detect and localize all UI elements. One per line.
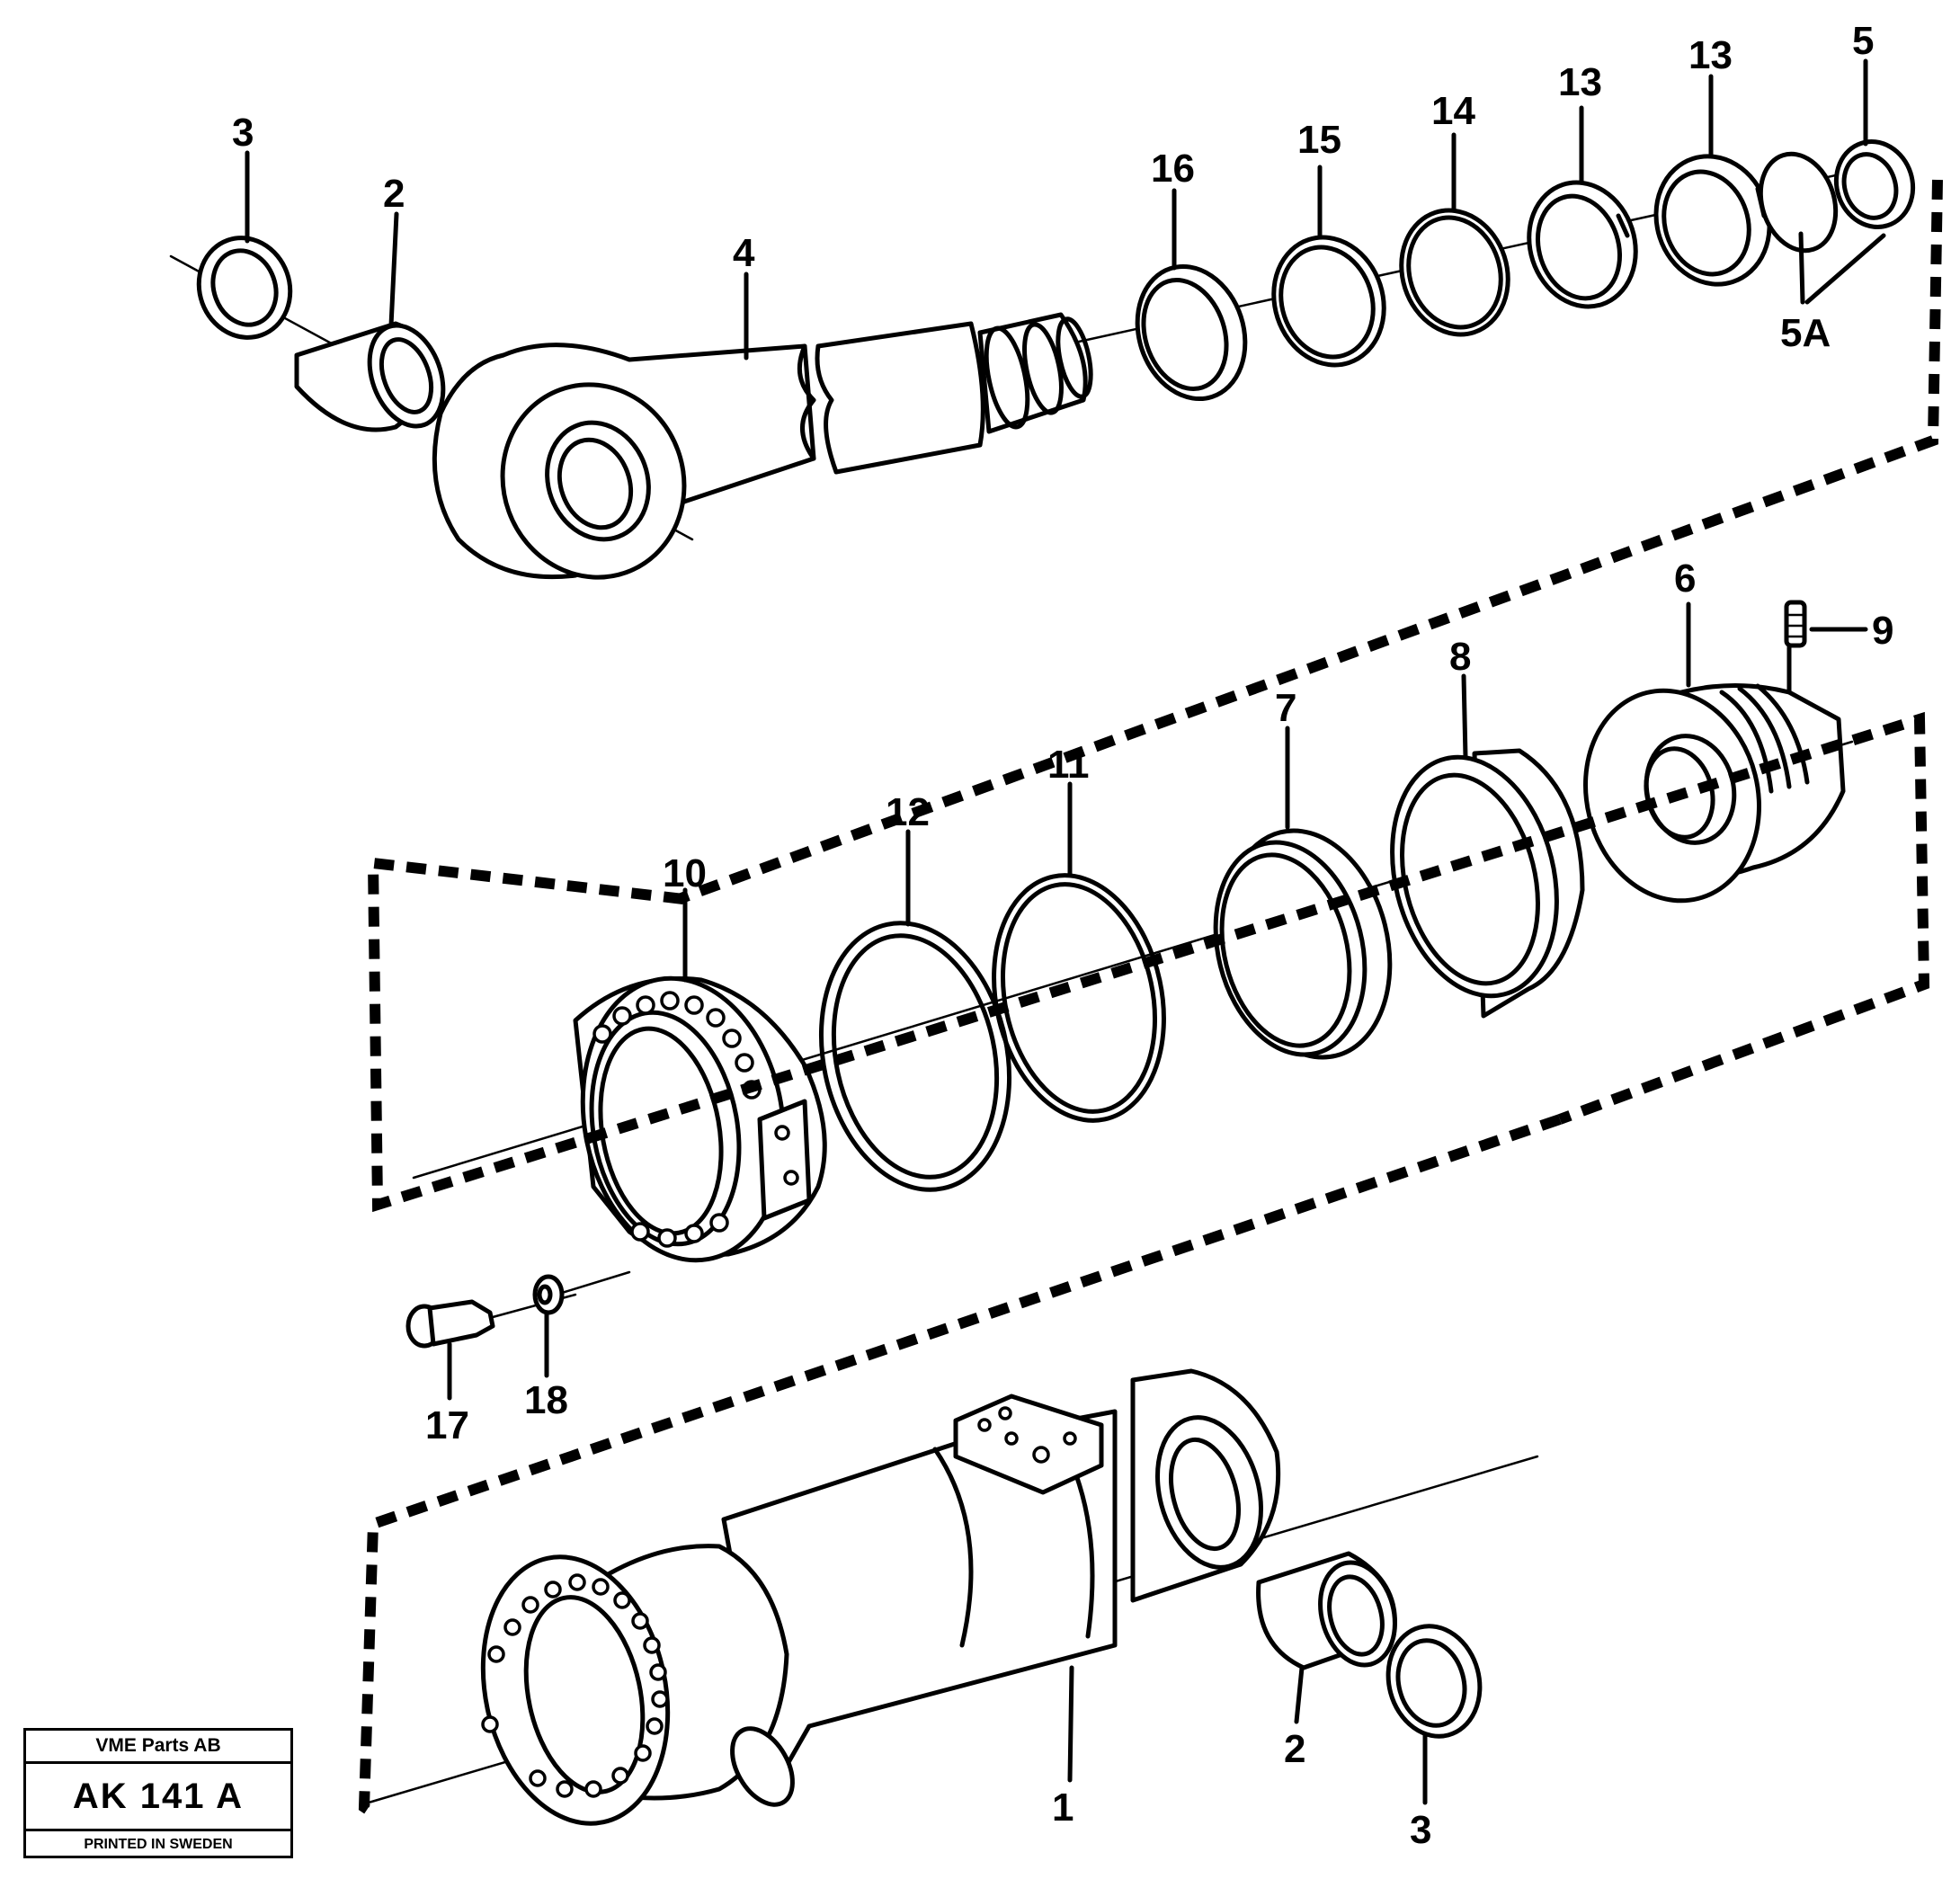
- callout-2-bottom: 2: [1284, 1727, 1305, 1771]
- part-10-cylinder-head: [573, 975, 827, 1263]
- part-5-ring: [1758, 139, 1916, 254]
- callout-labels: 3 2 4 16 15 14 13 13 5 5A 6 9 8 7 11 12 …: [232, 19, 1893, 1852]
- callout-17: 17: [425, 1403, 469, 1447]
- callout-16: 16: [1151, 147, 1195, 191]
- callout-8: 8: [1449, 635, 1471, 679]
- callout-13-b: 13: [1688, 33, 1733, 77]
- part-14-ring: [1399, 208, 1510, 337]
- callout-18: 18: [524, 1378, 568, 1422]
- part-4-piston-rod: [432, 312, 1093, 580]
- callout-12: 12: [886, 790, 930, 834]
- part-6-piston: [1583, 683, 1846, 904]
- part-17-bolt: [405, 1293, 577, 1349]
- callout-11: 11: [1047, 743, 1090, 787]
- callout-5a: 5A: [1780, 311, 1831, 355]
- stamp-company: VME Parts AB: [26, 1731, 290, 1764]
- part-15-ring: [1271, 235, 1386, 368]
- callout-6: 6: [1674, 557, 1696, 601]
- connector-frames: [358, 179, 1943, 1821]
- part-11-ring: [992, 873, 1166, 1123]
- callout-1: 1: [1052, 1785, 1074, 1830]
- piston-rod-assembly: [169, 139, 1916, 580]
- part-2-bottom-bushing: [1256, 1551, 1397, 1670]
- callout-14: 14: [1431, 89, 1475, 133]
- part-18-washer: [532, 1270, 631, 1315]
- callout-3-bottom: 3: [1410, 1808, 1431, 1852]
- stamp-printed: PRINTED IN SWEDEN: [84, 1837, 233, 1852]
- part-13-ring-a: [1527, 180, 1638, 309]
- callout-15: 15: [1297, 118, 1341, 162]
- callout-10: 10: [663, 851, 707, 895]
- callout-9: 9: [1872, 609, 1893, 653]
- part-3-top-ring: [196, 236, 293, 340]
- part-7-seal: [1213, 828, 1393, 1060]
- part-16-ring: [1135, 263, 1248, 402]
- part-8-band: [1390, 748, 1585, 1019]
- piston-head-assembly: [412, 600, 1854, 1263]
- reference-stamp: VME Parts AB AK 141 A PRINTED IN SWEDEN: [23, 1728, 293, 1858]
- callout-7: 7: [1275, 686, 1296, 730]
- stamp-code: AK 141 A: [26, 1764, 290, 1831]
- callout-2-top: 2: [383, 172, 405, 216]
- callout-13-a: 13: [1558, 60, 1602, 104]
- callout-5: 5: [1852, 19, 1874, 63]
- part-9-screw: [1784, 600, 1807, 648]
- callout-3-top: 3: [232, 111, 254, 155]
- part-3-bottom-ring: [1385, 1624, 1483, 1739]
- leader-lines: [245, 58, 1886, 1805]
- part-1-cylinder-tube: [480, 1368, 1281, 1826]
- part-13-ring-b: [1653, 154, 1772, 287]
- part-2-top-bushing: [294, 321, 446, 432]
- callout-4: 4: [733, 231, 755, 275]
- cylinder-tube-assembly: [367, 1368, 1539, 1826]
